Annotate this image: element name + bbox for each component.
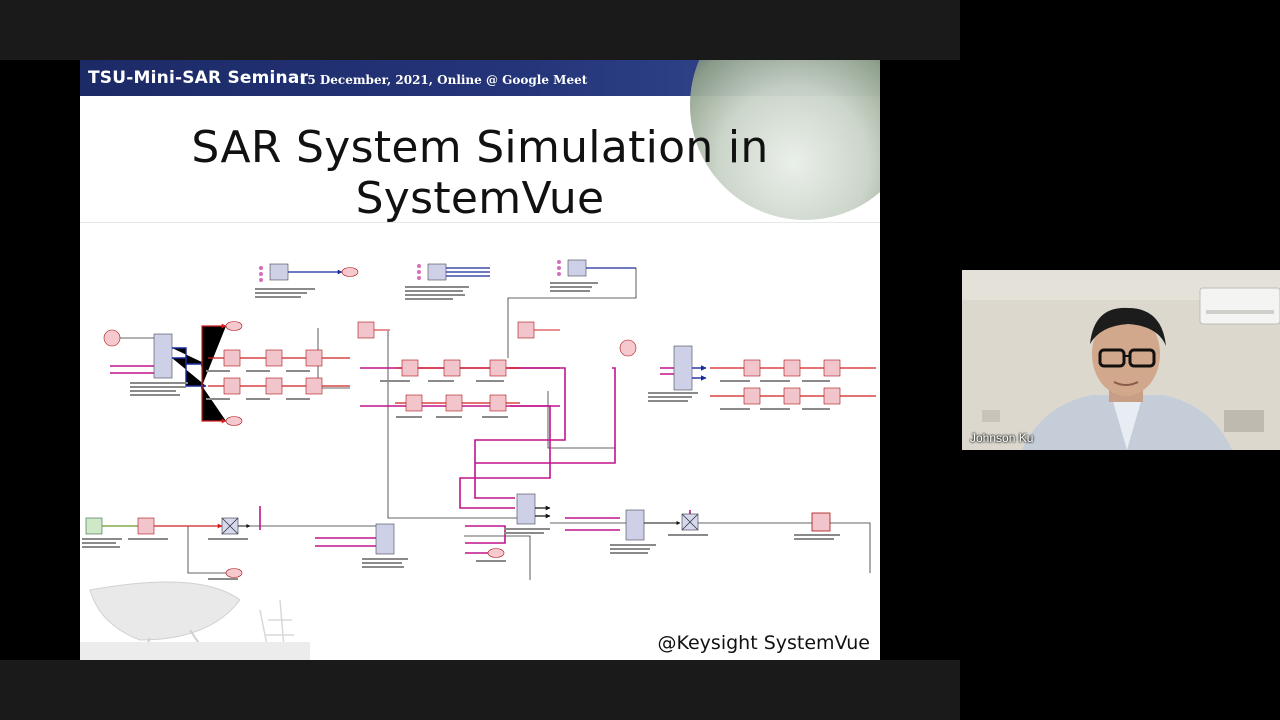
left-transmit-chain [103, 321, 243, 426]
stage-bottom-bar [0, 660, 960, 720]
stage-top-bar [0, 0, 960, 60]
seminar-title: TSU-Mini-SAR Seminar [88, 68, 309, 88]
seminar-date-venue: 15 December, 2021, Online @ Google Meet [299, 73, 588, 87]
top-blocks [259, 259, 636, 282]
center-processing-rows [357, 321, 560, 412]
participant-video-tile[interactable]: Johnson Ku [962, 270, 1280, 450]
right-processing-chain [619, 339, 876, 405]
satellite-dish-icon [80, 581, 310, 660]
systemvue-schematic-diagram [82, 259, 876, 580]
image-credit: @Keysight SystemVue [657, 632, 870, 654]
slide-header-band: TSU-Mini-SAR Seminar 15 December, 2021, … [80, 60, 880, 220]
slide-title: SAR System Simulation in SystemVue [191, 122, 769, 224]
bottom-chain [85, 493, 831, 578]
presented-slide: TSU-Mini-SAR Seminar 15 December, 2021, … [80, 60, 880, 660]
participant-name-label: Johnson Ku [970, 431, 1034, 445]
participant-video-feed [962, 270, 1280, 450]
title-divider [80, 222, 880, 223]
left-processing-rows [208, 349, 350, 395]
presentation-stage: TSU-Mini-SAR Seminar 15 December, 2021, … [0, 0, 960, 720]
